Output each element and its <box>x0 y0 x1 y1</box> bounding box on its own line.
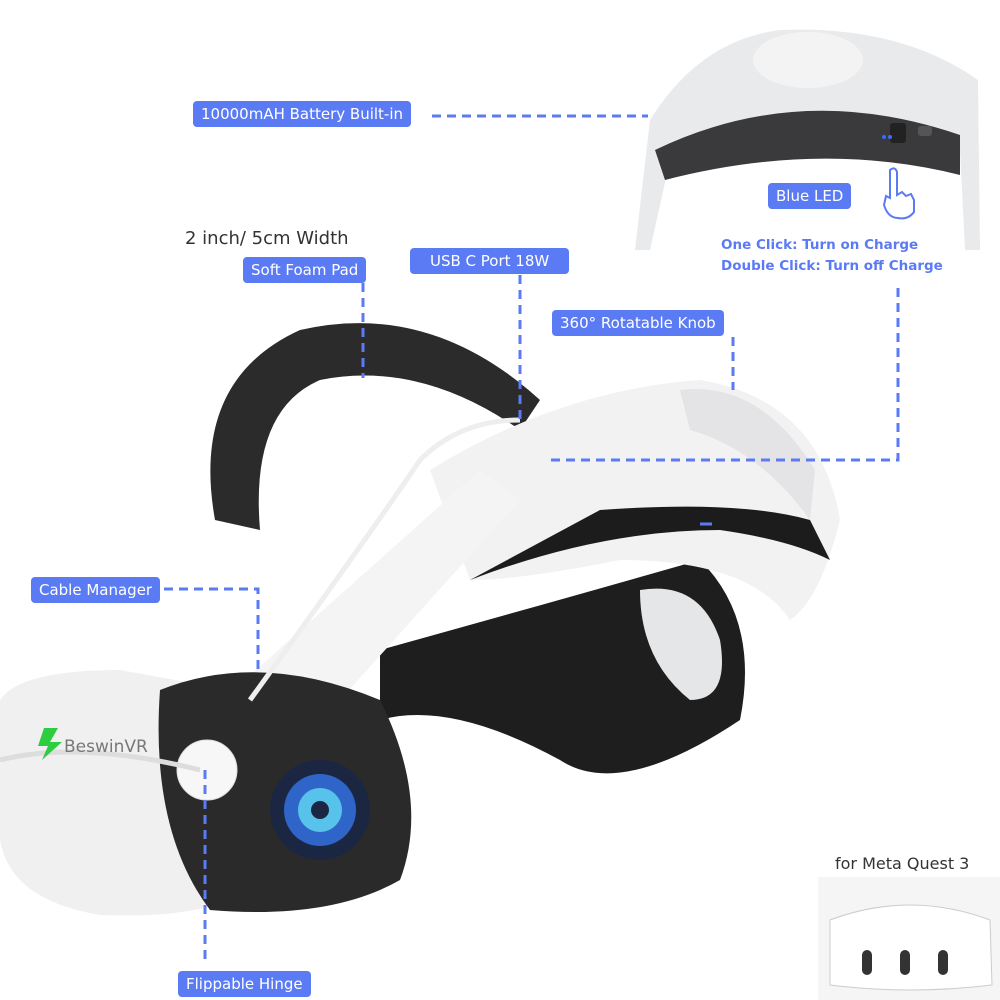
foam-pad-label: Soft Foam Pad <box>243 257 367 283</box>
usb-port-label: USB C Port 18W <box>410 248 570 274</box>
hinge-label: Flippable Hinge <box>178 971 311 997</box>
blue-led-label: Blue LED <box>768 183 852 209</box>
bolt-icon <box>38 728 62 760</box>
battery-pack-image <box>635 29 980 251</box>
meta-quest-3-image <box>818 877 1000 1000</box>
hand-pointer-icon <box>882 167 915 220</box>
width-text: 2 inch/ 5cm Width <box>185 228 349 249</box>
cable-manager-label: Cable Manager <box>31 577 161 603</box>
cable-manager-leader-line <box>164 587 260 672</box>
compatibility-text: for Meta Quest 3 <box>835 854 970 873</box>
knob-label: 360° Rotatable Knob <box>552 310 724 336</box>
brand-logo: BeswinVR <box>64 737 148 757</box>
battery-label: 10000mAH Battery Built-in <box>193 101 412 127</box>
charge-leader-line <box>545 288 900 462</box>
one-click-text: One Click: Turn on Charge <box>721 237 919 253</box>
double-click-text: Double Click: Turn off Charge <box>721 258 943 274</box>
headset-image <box>0 323 840 916</box>
